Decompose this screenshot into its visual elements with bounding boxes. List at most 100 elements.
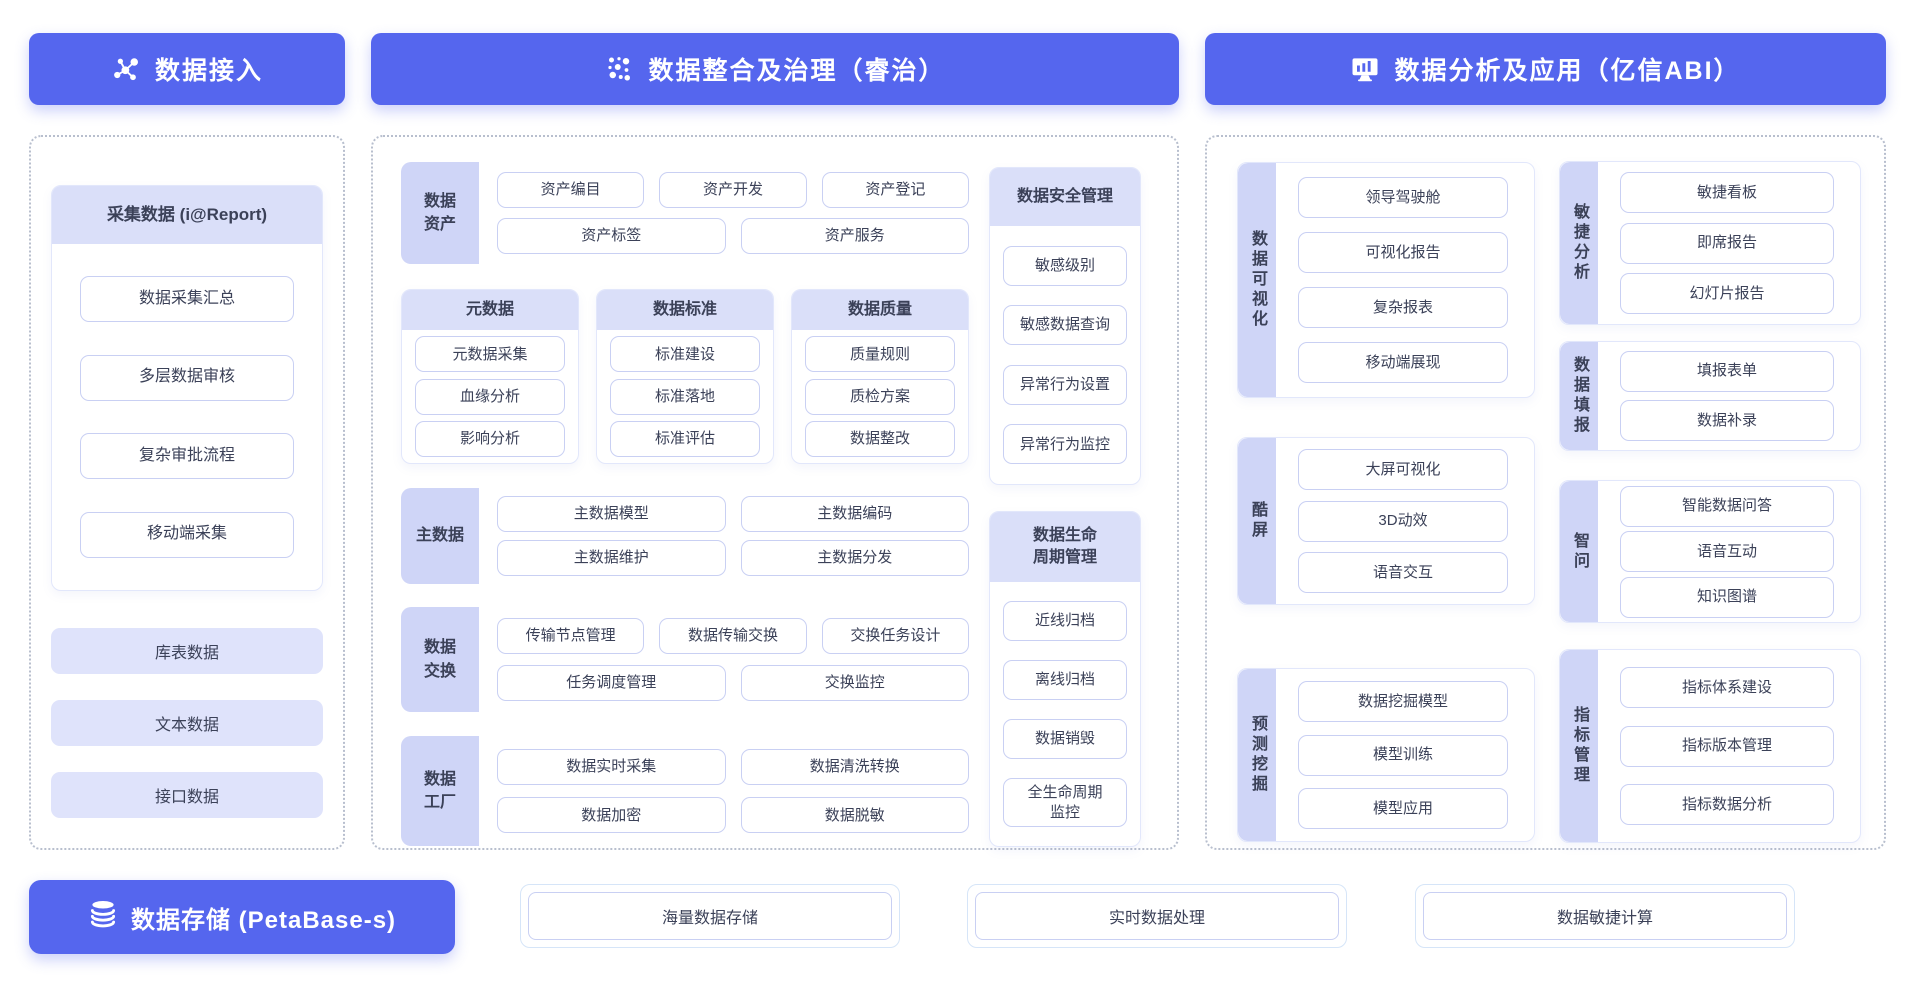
- feature-box: 资产标签: [497, 218, 726, 254]
- feature-box: 主数据模型: [497, 496, 726, 532]
- feature-box: 智能数据问答: [1620, 485, 1834, 527]
- card-metadata: 元数据 元数据采集血缘分析影响分析: [401, 289, 579, 464]
- feature-box: 数据加密: [497, 797, 726, 834]
- feature-box: 主数据维护: [497, 540, 726, 576]
- feature-box: 多层数据审核: [80, 354, 294, 401]
- group-items: 传输节点管理数据传输交换交换任务设计 任务调度管理交换监控: [479, 607, 969, 712]
- group-label: 酷屏: [1238, 438, 1276, 604]
- feature-box: 敏感数据查询: [1003, 305, 1127, 346]
- group-items: 数据实时采集数据清洗转换 数据加密数据脱敏: [479, 736, 969, 846]
- group-metric-management: 指标管理 指标体系建设指标版本管理指标数据分析: [1559, 649, 1861, 843]
- storage-title: 数据存储 (PetaBase-s): [130, 906, 397, 934]
- feature-box: 标准评估: [610, 420, 760, 457]
- storage-header: 数据存储 (PetaBase-s): [29, 880, 455, 954]
- feature-box: 复杂报表: [1298, 287, 1508, 328]
- feature-box: 主数据编码: [740, 496, 969, 532]
- card-title: 数据生命 周期管理: [990, 512, 1140, 582]
- storage-capability: 数据敏捷计算: [1423, 892, 1787, 940]
- feature-box: 近线归档: [1003, 601, 1127, 641]
- network-icon: [111, 54, 141, 84]
- card-ireport: 采集数据 (i@Report) 数据采集汇总多层数据审核复杂审批流程移动端采集: [51, 185, 323, 591]
- group-data-factory: 数据 工厂 数据实时采集数据清洗转换 数据加密数据脱敏: [401, 736, 969, 846]
- feature-box: 语音互动: [1620, 531, 1834, 572]
- feature-box: 资产开发: [659, 172, 807, 208]
- storage-capability-box: 海量数据存储: [520, 884, 900, 948]
- group-label: 敏捷分析: [1560, 162, 1598, 324]
- group-label: 数据可视化: [1238, 163, 1276, 397]
- card-title: 元数据: [402, 290, 578, 330]
- group-data-exchange: 数据 交换 传输节点管理数据传输交换交换任务设计 任务调度管理交换监控: [401, 607, 969, 712]
- feature-box: 异常行为监控: [1003, 424, 1127, 465]
- feature-box: 数据采集汇总: [80, 276, 294, 323]
- group-label: 智问: [1560, 481, 1598, 622]
- data-source-bar: 接口数据: [51, 772, 323, 818]
- feature-box: 资产登记: [821, 172, 969, 208]
- feature-box: 质检方案: [805, 378, 955, 415]
- card-data-quality: 数据质量 质量规则质检方案数据整改: [791, 289, 969, 464]
- feature-box: 离线归档: [1003, 660, 1127, 700]
- card-title: 数据安全管理: [990, 168, 1140, 226]
- group-master-data: 主数据 主数据模型主数据编码 主数据维护主数据分发: [401, 488, 969, 584]
- group-data-filling: 数据填报 填报表单数据补录: [1559, 341, 1861, 451]
- feature-box: 质量规则: [805, 336, 955, 373]
- data-source-bar: 文本数据: [51, 700, 323, 746]
- feature-box: 指标版本管理: [1620, 725, 1834, 767]
- feature-box: 资产编目: [497, 172, 645, 208]
- feature-box: 模型应用: [1298, 787, 1508, 829]
- feature-box: 大屏可视化: [1298, 448, 1508, 490]
- card-title: 数据质量: [792, 290, 968, 330]
- data-source-list: 库表数据文本数据接口数据: [51, 628, 323, 818]
- feature-box: 资产服务: [740, 218, 969, 254]
- header-data-access: 数据接入: [29, 33, 345, 105]
- group-items: 资产编目资产开发资产登记 资产标签资产服务: [479, 162, 969, 264]
- storage-capability-box: 数据敏捷计算: [1415, 884, 1795, 948]
- feature-box: 移动端展现: [1298, 342, 1508, 383]
- group-label: 数据 资产: [401, 162, 479, 264]
- feature-box: 主数据分发: [740, 540, 969, 576]
- feature-box: 幻灯片报告: [1620, 273, 1834, 315]
- group-agile-analysis: 敏捷分析 敏捷看板即席报告幻灯片报告: [1559, 161, 1861, 325]
- header-data-governance: 数据整合及治理（睿治）: [371, 33, 1179, 105]
- feature-box: 元数据采集: [415, 336, 565, 373]
- monitor-chart-icon: [1350, 54, 1380, 84]
- feature-box: 数据整改: [805, 420, 955, 457]
- header-title: 数据分析及应用（亿信ABI）: [1394, 57, 1741, 85]
- governance-cards-row: 元数据 元数据采集血缘分析影响分析 数据标准 标准建设标准落地标准评估 数据质量…: [401, 289, 969, 464]
- data-source-bar: 库表数据: [51, 628, 323, 674]
- card-ireport-body: 数据采集汇总多层数据审核复杂审批流程移动端采集: [52, 244, 322, 590]
- feature-box: 敏感级别: [1003, 245, 1127, 286]
- header-title: 数据整合及治理（睿治）: [648, 57, 946, 85]
- molecule-icon: [604, 54, 634, 84]
- feature-box: 可视化报告: [1298, 232, 1508, 273]
- header-data-analysis: 数据分析及应用（亿信ABI）: [1205, 33, 1886, 105]
- header-title: 数据接入: [154, 57, 263, 85]
- feature-box: 数据挖掘模型: [1298, 681, 1508, 723]
- feature-box: 指标数据分析: [1620, 783, 1834, 825]
- group-label: 指标管理: [1560, 650, 1598, 842]
- card-data-standard: 数据标准 标准建设标准落地标准评估: [596, 289, 774, 464]
- card-data-security: 数据安全管理 敏感级别敏感数据查询异常行为设置异常行为监控: [989, 167, 1141, 485]
- feature-box: 数据实时采集: [497, 748, 726, 785]
- feature-box: 影响分析: [415, 420, 565, 457]
- group-label: 预测挖掘: [1238, 669, 1276, 841]
- group-data-asset: 数据 资产 资产编目资产开发资产登记 资产标签资产服务: [401, 162, 969, 264]
- feature-box: 即席报告: [1620, 222, 1834, 264]
- feature-box: 指标体系建设: [1620, 667, 1834, 709]
- card-ireport-title: 采集数据 (i@Report): [52, 186, 322, 244]
- panel-data-governance: 数据 资产 资产编目资产开发资产登记 资产标签资产服务 元数据 元数据采集血缘分…: [371, 135, 1179, 850]
- feature-box: 复杂审批流程: [80, 433, 294, 480]
- group-label: 数据填报: [1560, 342, 1598, 450]
- feature-box: 任务调度管理: [497, 665, 726, 701]
- feature-box: 敏捷看板: [1620, 171, 1834, 213]
- storage-capability: 实时数据处理: [975, 892, 1339, 940]
- panel-data-access: 采集数据 (i@Report) 数据采集汇总多层数据审核复杂审批流程移动端采集 …: [29, 135, 345, 850]
- feature-box: 移动端采集: [80, 511, 294, 558]
- feature-box: 标准建设: [610, 336, 760, 373]
- feature-box: 异常行为设置: [1003, 364, 1127, 405]
- feature-box: 知识图谱: [1620, 576, 1834, 618]
- feature-box: 数据清洗转换: [740, 748, 969, 785]
- card-title: 数据标准: [597, 290, 773, 330]
